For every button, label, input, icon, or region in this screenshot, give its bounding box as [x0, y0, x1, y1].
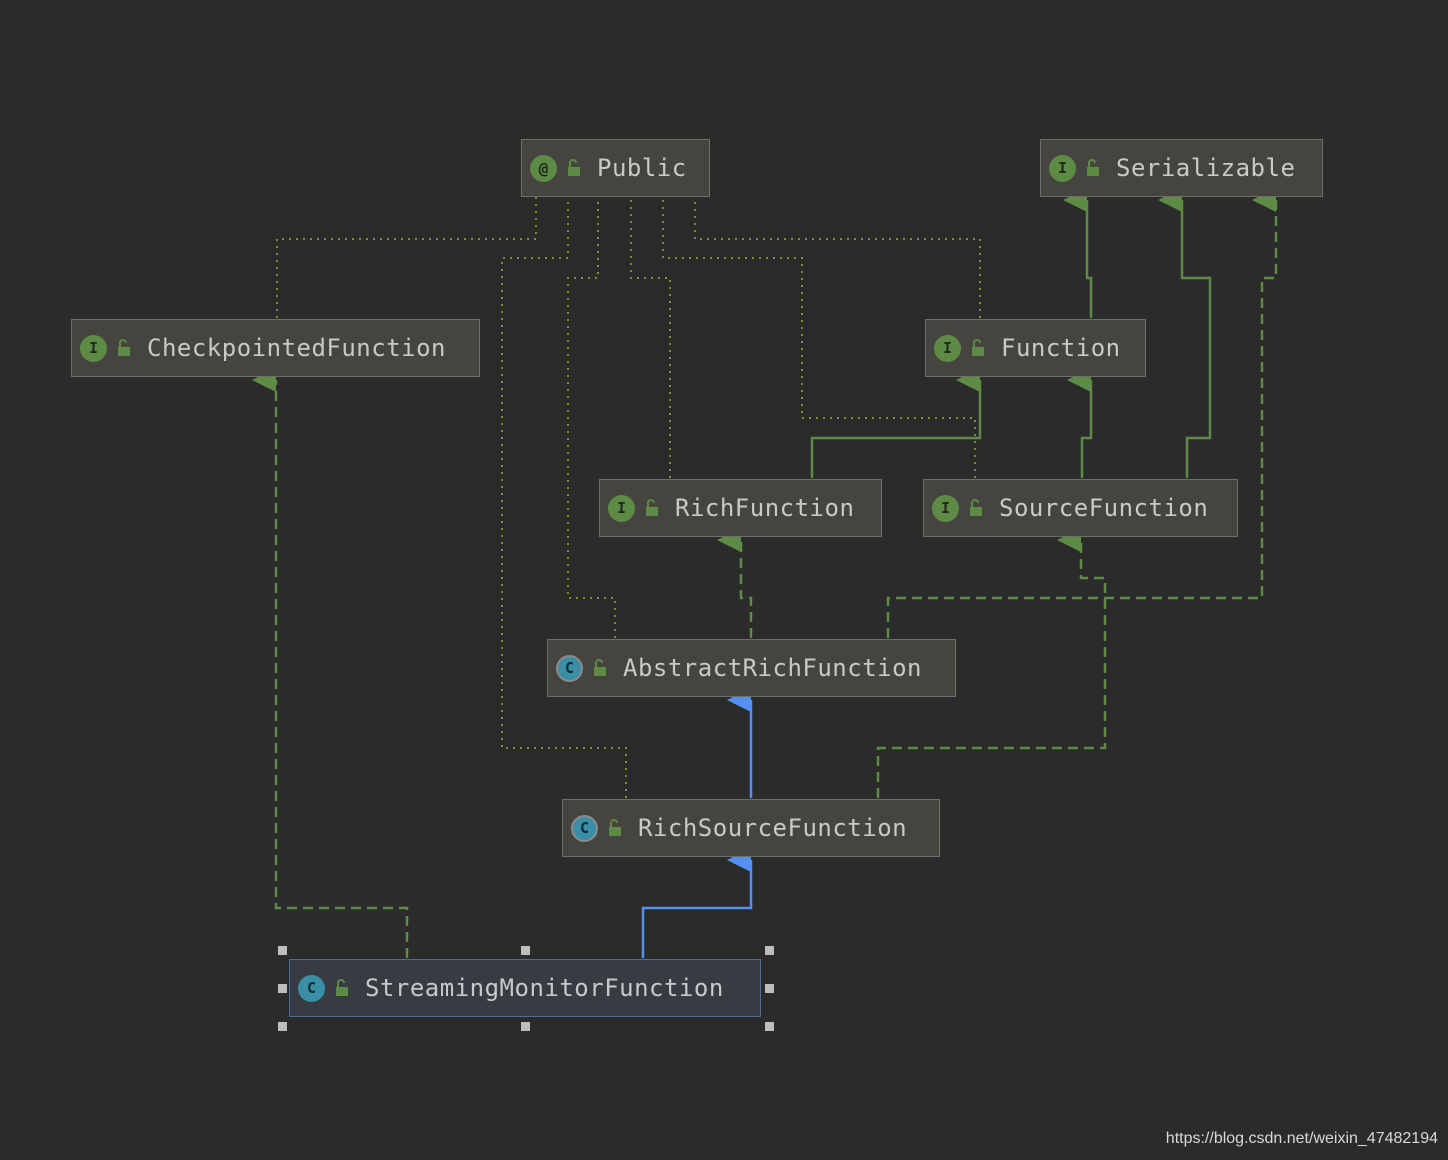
edge-checkpointed-public [276, 197, 537, 318]
node-source-function[interactable]: I SourceFunction [923, 479, 1238, 537]
unlocked-padlock-icon [594, 659, 606, 676]
class-icon: C [298, 974, 325, 1002]
resize-handle-ne[interactable] [765, 946, 774, 955]
edge-streaming-checkpointed [252, 368, 409, 958]
edge-sourcefunction-public [662, 197, 976, 478]
node-label: StreamingMonitorFunction [365, 974, 724, 1002]
class-extends-edges [641, 688, 753, 958]
node-rich-function[interactable]: I RichFunction [599, 479, 882, 537]
node-function[interactable]: I Function [925, 319, 1146, 377]
node-label: AbstractRichFunction [623, 654, 922, 682]
interface-icon: I [932, 494, 959, 522]
edge-richfunction-public [630, 197, 671, 478]
node-rich-source-function[interactable]: C RichSourceFunction [562, 799, 940, 857]
node-label: SourceFunction [999, 494, 1209, 522]
resize-handle-nw[interactable] [278, 946, 287, 955]
resize-handle-w[interactable] [278, 984, 287, 993]
abstract-class-icon: C [556, 654, 583, 682]
node-label: Serializable [1116, 154, 1296, 182]
node-checkpointed-function[interactable]: I CheckpointedFunction [71, 319, 480, 377]
abstract-class-icon: C [571, 814, 598, 842]
resize-handle-se[interactable] [765, 1022, 774, 1031]
interface-extends-edges [810, 188, 1212, 478]
watermark: https://blog.csdn.net/weixin_47482194 [1165, 1130, 1438, 1147]
node-label: Function [1001, 334, 1121, 362]
unlocked-padlock-icon [118, 339, 130, 356]
interface-icon: I [608, 494, 635, 522]
unlocked-padlock-icon [568, 159, 580, 176]
interface-icon: I [1049, 154, 1076, 182]
unlocked-padlock-icon [970, 499, 982, 516]
edge-function-public [694, 197, 981, 318]
unlocked-padlock-icon [646, 499, 658, 516]
annotation-edges [276, 197, 981, 798]
interface-icon: I [80, 334, 107, 362]
resize-handle-sw[interactable] [278, 1022, 287, 1031]
node-label: CheckpointedFunction [147, 334, 446, 362]
node-label: RichFunction [675, 494, 855, 522]
unlocked-padlock-icon [1087, 159, 1099, 176]
edge-sourcefunction-serializable [1158, 188, 1212, 478]
edge-streaming-richsource [641, 848, 753, 958]
unlocked-padlock-icon [336, 979, 348, 996]
edge-abstractrich-serializable [886, 188, 1278, 638]
resize-handle-s[interactable] [521, 1022, 530, 1031]
node-streaming-monitor-function[interactable]: C StreamingMonitorFunction [289, 959, 761, 1017]
unlocked-padlock-icon [609, 819, 621, 836]
edge-richfunction-function [810, 368, 982, 478]
node-serializable[interactable]: I Serializable [1040, 139, 1323, 197]
node-public[interactable]: @ Public [521, 139, 710, 197]
edge-sourcefunction-function [1067, 368, 1093, 478]
node-label: RichSourceFunction [638, 814, 908, 842]
implements-edges [252, 188, 1278, 958]
edge-abstractrich-richfunction [717, 528, 753, 638]
resize-handle-n[interactable] [521, 946, 530, 955]
interface-icon: I [934, 334, 961, 362]
edge-richsource-sourcefunction [876, 528, 1107, 798]
resize-handle-e[interactable] [765, 984, 774, 993]
node-label: Public [597, 154, 687, 182]
unlocked-padlock-icon [972, 339, 984, 356]
edge-function-serializable [1063, 188, 1093, 318]
edge-abstractrich-public [567, 197, 616, 638]
annotation-icon: @ [530, 154, 557, 182]
node-abstract-rich-function[interactable]: C AbstractRichFunction [547, 639, 956, 697]
